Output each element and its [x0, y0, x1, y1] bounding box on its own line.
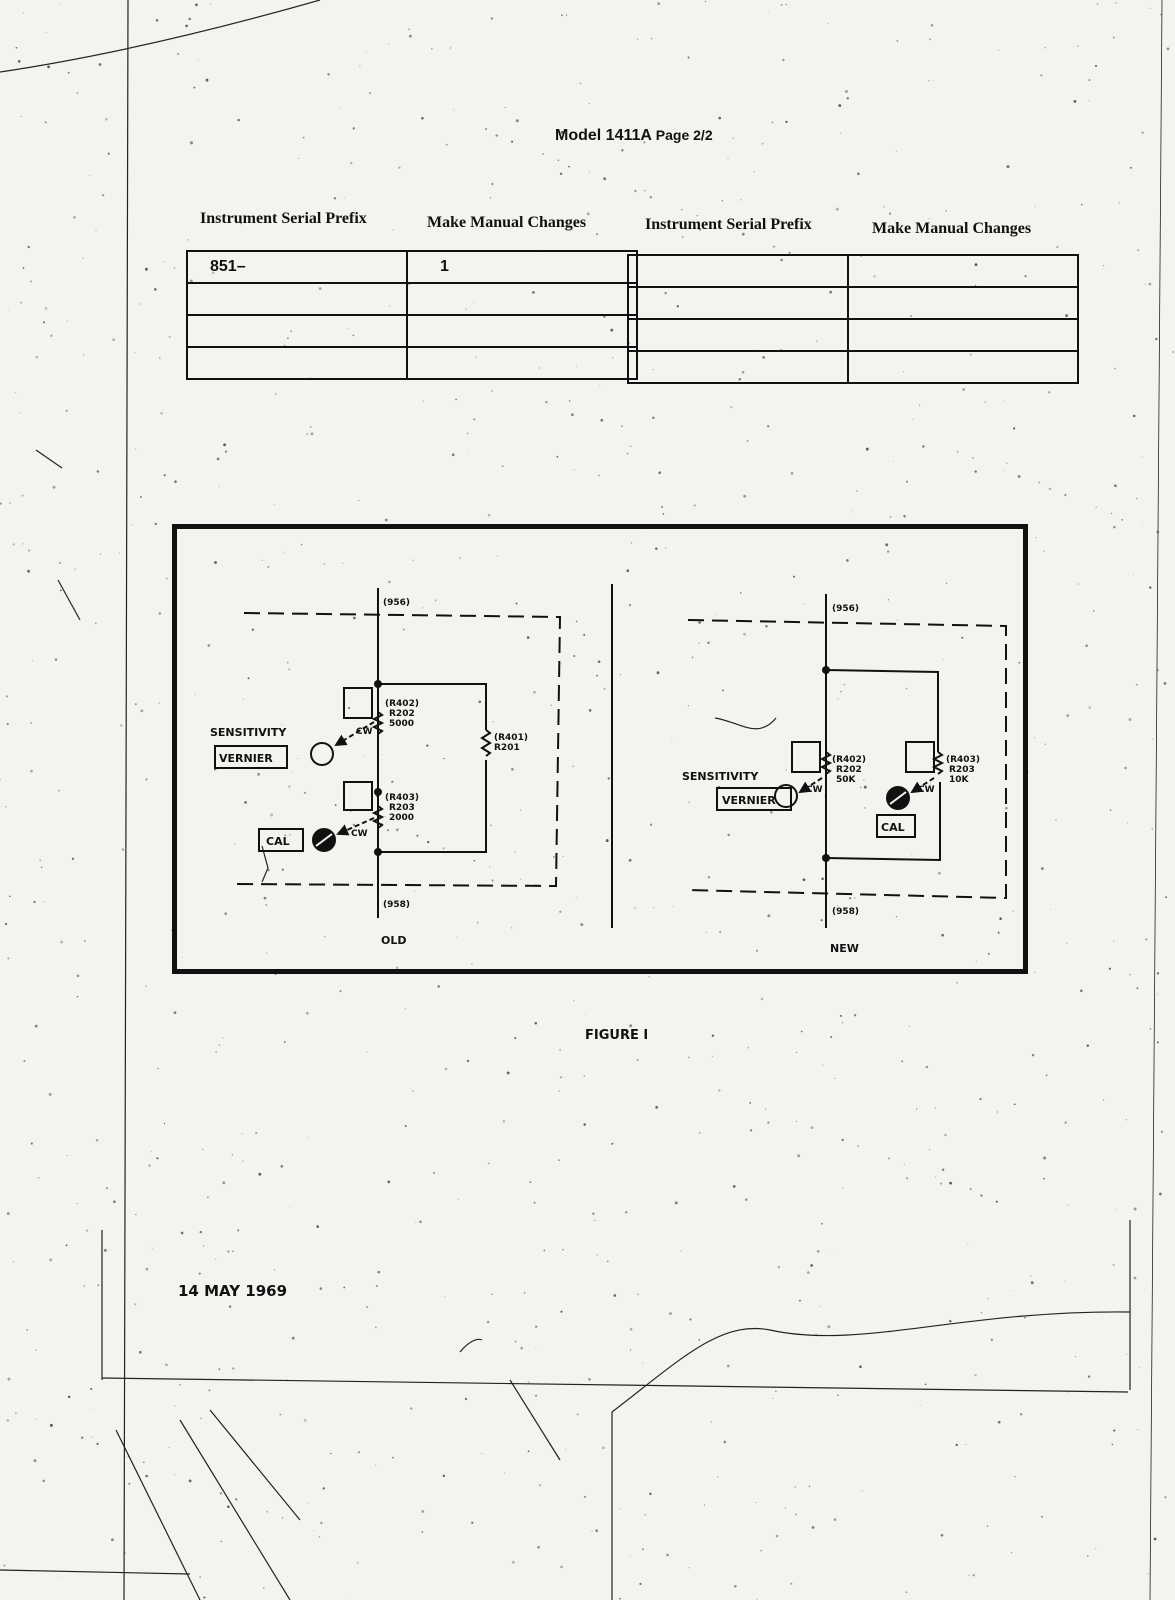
new-r202-box: [791, 741, 821, 773]
new-enclosure: [685, 619, 1007, 900]
new-r1-value: 50K: [836, 775, 857, 785]
serial-prefix-cell: [627, 254, 849, 288]
old-bottom-node: (958): [383, 900, 410, 910]
new-r203-resistor: [931, 751, 945, 775]
serial-prefix-cell: [186, 314, 408, 348]
new-vernier-label: VERNIER: [722, 794, 776, 807]
old-schematic: [214, 588, 562, 918]
old-r203-resistor: [371, 805, 385, 829]
new-r1-name: R202: [836, 765, 862, 775]
document-date: 14 MAY 1969: [178, 1282, 288, 1300]
old-r202-resistor: [371, 711, 385, 735]
old-vernier-knob: [310, 742, 334, 766]
table-row: [186, 346, 638, 380]
new-r202-resistor: [819, 751, 833, 775]
old-cw-1: CW: [356, 727, 373, 737]
new-r203-box: [905, 741, 935, 773]
page-header: Model 1411A Page 2/2: [555, 127, 713, 145]
new-r2-name: R203: [949, 765, 975, 775]
new-cw-2: CW: [918, 785, 935, 795]
old-r2-ref: (R403): [385, 793, 419, 803]
old-r203-box: [343, 781, 373, 811]
new-bottom-node: (958): [832, 907, 859, 917]
left-col1-heading: Instrument Serial Prefix: [200, 210, 367, 227]
left-changes-table: 851– 1: [186, 250, 638, 380]
old-r1-value: 5000: [389, 719, 414, 729]
table-row: [627, 286, 1079, 320]
old-r2-name: R203: [389, 803, 415, 813]
new-vernier-box: [716, 787, 792, 811]
serial-prefix-cell: 851–: [186, 250, 408, 284]
new-r2-value: 10K: [949, 775, 970, 785]
new-sensitivity-label: SENSITIVITY: [682, 770, 759, 783]
table-row: [627, 350, 1079, 384]
new-cw-1: CW: [806, 785, 823, 795]
right-col2-heading: Make Manual Changes: [872, 220, 1032, 237]
old-r201-resistor: [480, 729, 492, 757]
serial-prefix-cell: [627, 286, 849, 320]
manual-change-cell: [847, 318, 1079, 352]
manual-change-cell: [406, 346, 638, 380]
new-r1-ref: (R402): [832, 755, 866, 765]
old-cal-box: [258, 828, 304, 852]
manual-change-cell: [847, 254, 1079, 288]
new-r2-ref: (R403): [946, 755, 980, 765]
figure-caption: FIGURE I: [585, 1028, 649, 1043]
manual-change-cell: [406, 314, 638, 348]
old-r2-value: 2000: [389, 813, 414, 823]
serial-prefix-cell: [627, 318, 849, 352]
new-label: NEW: [830, 942, 859, 955]
old-vernier-box: [214, 745, 288, 769]
old-r3-name: R201: [494, 743, 520, 753]
table-row: [627, 254, 1079, 288]
model-number: Model 1411A: [555, 127, 652, 144]
manual-change-cell: [847, 350, 1079, 384]
table-row: [186, 314, 638, 348]
old-sensitivity-label: SENSITIVITY: [210, 726, 287, 739]
new-cal-box: [876, 814, 916, 838]
manual-change-cell: 1: [406, 250, 638, 284]
serial-prefix-cell: [186, 346, 408, 380]
table-row: [627, 318, 1079, 352]
serial-prefix-cell: [186, 282, 408, 316]
old-r1-name: R202: [389, 709, 415, 719]
manual-change-cell: [406, 282, 638, 316]
old-cal-label: CAL: [266, 835, 290, 848]
new-schematic: [685, 594, 1007, 928]
figure-frame: [172, 524, 1028, 974]
old-r1-ref: (R402): [385, 699, 419, 709]
page-number: Page 2/2: [655, 127, 713, 143]
new-cal-label: CAL: [881, 821, 905, 834]
old-r202-box: [343, 687, 373, 719]
table-row: [186, 282, 638, 316]
old-vernier-label: VERNIER: [219, 752, 273, 765]
new-top-node: (956): [832, 604, 859, 614]
old-enclosure: [235, 612, 562, 888]
right-changes-table: [627, 254, 1079, 384]
manual-change-cell: [847, 286, 1079, 320]
table-row: 851– 1: [186, 250, 638, 284]
old-label: OLD: [381, 934, 407, 947]
old-r3-ref: (R401): [494, 733, 528, 743]
old-top-node: (956): [383, 598, 410, 608]
left-col2-heading: Make Manual Changes: [427, 214, 587, 231]
right-col1-heading: Instrument Serial Prefix: [645, 216, 812, 233]
serial-prefix-cell: [627, 350, 849, 384]
old-cw-2: CW: [351, 829, 368, 839]
